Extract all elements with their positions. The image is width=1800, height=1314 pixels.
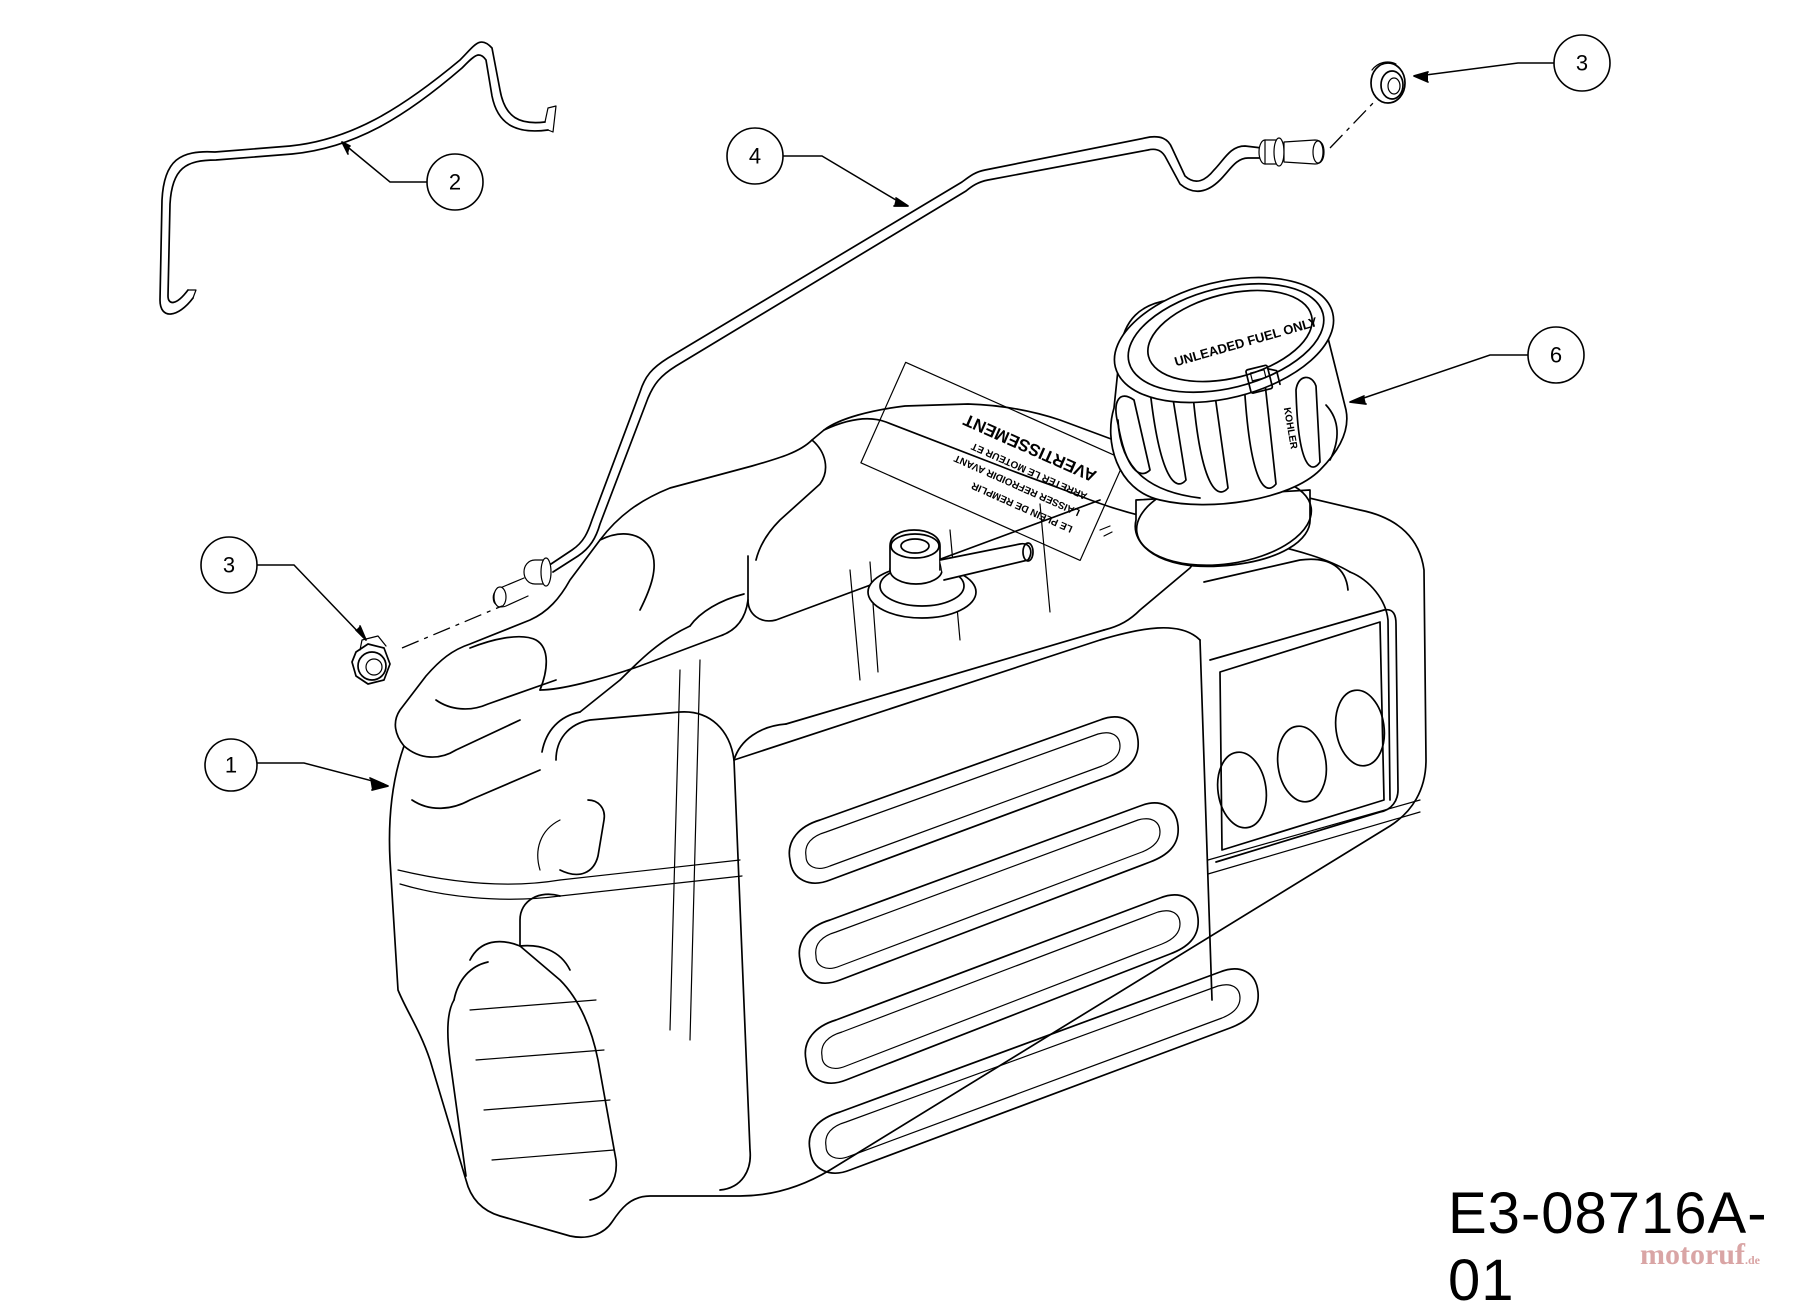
callout-4: 4	[726, 127, 909, 207]
fuel-outlet-fitting	[867, 529, 1034, 619]
callout-3-left: 3	[200, 536, 367, 641]
callout-3-right-label: 3	[1576, 51, 1588, 76]
fuel-line-part-4	[492, 135, 1325, 608]
callout-1: 1	[204, 738, 389, 792]
grommet-part-3-left	[351, 635, 391, 685]
callout-6-label: 6	[1550, 343, 1562, 368]
assembly-centerline-right	[1329, 99, 1377, 149]
callout-2-label: 2	[449, 170, 461, 195]
callout-3-left-label: 3	[223, 553, 235, 578]
breather-tube-part-2	[159, 41, 557, 315]
watermark-suffix: .de	[1744, 1253, 1760, 1267]
decal-mark	[1099, 525, 1111, 531]
callout-4-label: 4	[749, 144, 761, 169]
callout-6: 6	[1349, 326, 1585, 405]
watermark-logo: motoruf.de	[1640, 1238, 1760, 1272]
callout-1-label: 1	[225, 753, 237, 778]
callout-2: 2	[341, 141, 484, 211]
watermark-text: motoruf	[1640, 1238, 1745, 1271]
grommet-part-3-right	[1370, 61, 1406, 104]
callout-3-right: 3	[1413, 34, 1611, 92]
tank-ribs	[788, 716, 1259, 1174]
warning-decal: AVERTISSEMENT ARRETER LE MOTEUR ET LAISS…	[860, 361, 1126, 562]
parts-diagram: AVERTISSEMENT ARRETER LE MOTEUR ET LAISS…	[159, 34, 1611, 1239]
fuel-cap-part-6: UNLEADED FUEL ONLY KOHLER	[1109, 276, 1348, 568]
